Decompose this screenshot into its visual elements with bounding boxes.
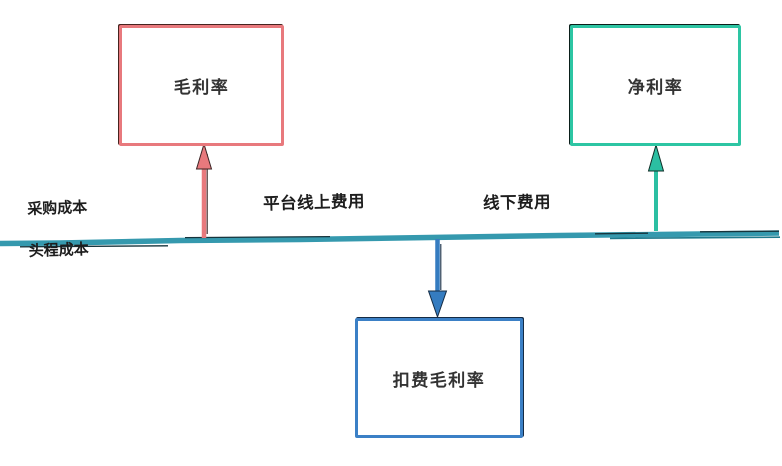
arrow-to-gross-margin xyxy=(195,142,213,238)
offline-fees-label: 线下费用 xyxy=(482,193,552,213)
baseline-sketch-stroke xyxy=(594,232,649,235)
baseline xyxy=(0,230,780,247)
platform-online-fees-label: 平台线上费用 xyxy=(262,192,366,214)
baseline-sketch-stroke xyxy=(19,245,169,248)
gross-margin-label: 毛利率 xyxy=(173,78,230,97)
firstleg-cost-line: 头程成本 xyxy=(28,240,90,261)
net-margin-box: 净利率 xyxy=(570,25,741,146)
arrowhead-up xyxy=(195,142,213,170)
arrow-to-net-margin xyxy=(647,143,665,231)
net-margin-label: 净利率 xyxy=(627,78,684,97)
fee-deducted-gross-margin-label: 扣费毛利率 xyxy=(392,370,486,390)
arrowhead-up xyxy=(647,143,665,172)
arrowhead-down xyxy=(427,290,448,319)
procurement-and-firstleg-cost-label: 采购成本 头程成本 xyxy=(26,176,90,283)
arrow-to-fee-deducted-margin xyxy=(427,239,448,319)
procurement-cost-line: 采购成本 xyxy=(26,198,88,219)
baseline-shade-stroke xyxy=(609,236,781,240)
baseline-sketch-stroke xyxy=(184,235,331,239)
baseline-sketch-stroke xyxy=(699,230,780,233)
fee-deducted-gross-margin-box: 扣费毛利率 xyxy=(355,318,523,438)
gross-margin-box: 毛利率 xyxy=(119,25,284,146)
